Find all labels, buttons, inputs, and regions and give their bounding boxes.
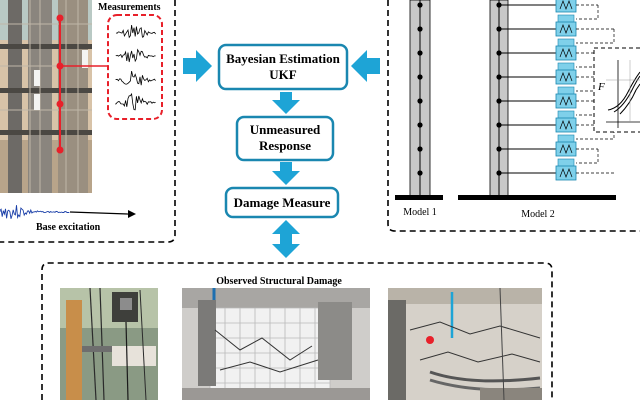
right-panel-frame [387, 0, 640, 232]
inset-axis-label: F [597, 81, 605, 93]
bayesian-box [217, 43, 349, 91]
model-node [417, 74, 423, 80]
bottom-panel-frame [41, 262, 553, 400]
measurement-trace [115, 48, 156, 63]
arrow-left-icon [351, 50, 380, 82]
sensor-dot [56, 100, 64, 108]
left-panel-frame [0, 0, 176, 243]
flow-arrows [183, 50, 380, 258]
bottom-panel: Observed Structural Damage [41, 262, 553, 400]
bayesian-label-line1: Bayesian Estimation [226, 51, 341, 66]
model-2: Model 2 [458, 0, 616, 220]
base-excitation-label: Base excitation [36, 222, 101, 233]
damage-measure-box [224, 186, 340, 219]
damage-measure-label: Damage Measure [234, 195, 331, 210]
measurement-signals [115, 25, 156, 111]
model-2-label: Model 2 [521, 209, 555, 220]
model-node [417, 98, 423, 104]
arrow-down-icon [272, 92, 300, 114]
model-node [496, 50, 502, 56]
unmeasured-label-line1: Unmeasured [250, 122, 321, 137]
model-1-base [395, 195, 443, 200]
model-node [496, 122, 502, 128]
model-node [417, 146, 423, 152]
double-arrow-icon [272, 220, 300, 258]
model-node [496, 26, 502, 32]
damage-photo-2 [182, 288, 370, 400]
left-panel: Measurements Base excitation [0, 0, 176, 243]
building-photo [0, 0, 108, 193]
damage-photo-3 [388, 287, 542, 400]
base-excitation-signal [0, 205, 136, 220]
bottom-panel-title: Observed Structural Damage [216, 276, 342, 287]
model-node [417, 50, 423, 56]
model-node [496, 98, 502, 104]
model-node [417, 26, 423, 32]
arrow-right-icon [183, 50, 212, 82]
measurement-trace [115, 25, 156, 39]
right-panel: Model 1 Model 2 F [387, 0, 640, 232]
damage-photo-1 [60, 287, 158, 400]
arrow-right-icon [128, 210, 136, 218]
model-1: Model 1 [395, 0, 443, 218]
sensor-dot [56, 146, 64, 154]
measurements-box [107, 14, 163, 120]
model-node [496, 170, 502, 176]
flow-boxes: Bayesian Estimation UKF Unmeasured Respo… [217, 43, 349, 219]
unmeasured-box [235, 115, 335, 162]
model-1-label: Model 1 [403, 207, 437, 218]
unmeasured-label-line2: Response [259, 138, 311, 153]
arrow-down-icon [272, 162, 300, 185]
model-node [496, 2, 502, 8]
measurement-trace [115, 71, 156, 86]
model-2-base [458, 195, 616, 200]
bayesian-label-line2: UKF [269, 67, 297, 82]
hysteresis-inset: F [593, 47, 640, 133]
sensor-dot [56, 14, 64, 22]
model-node [496, 74, 502, 80]
measurement-trace [115, 92, 156, 111]
model-node [496, 146, 502, 152]
model-node [417, 2, 423, 8]
model-node [417, 170, 423, 176]
model-node [417, 122, 423, 128]
measurements-label: Measurements [98, 2, 161, 13]
spring-element [555, 0, 577, 13]
